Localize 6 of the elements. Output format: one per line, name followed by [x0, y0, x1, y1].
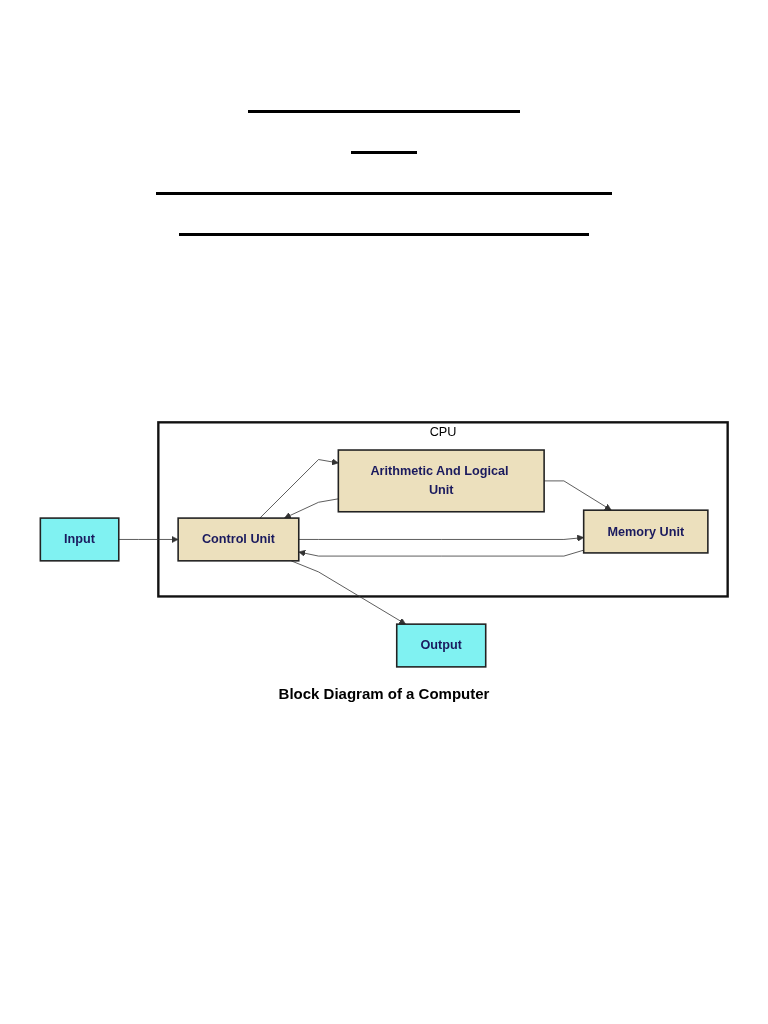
node-box: Input: [39, 517, 120, 562]
node-box: Control Unit: [177, 517, 300, 562]
caption: Block Diagram of a Computer: [277, 685, 491, 703]
node-box: Memory Unit: [582, 509, 709, 554]
node-box: Output: [395, 623, 487, 668]
node-box: Arithmetic And Logical Unit: [337, 449, 545, 513]
